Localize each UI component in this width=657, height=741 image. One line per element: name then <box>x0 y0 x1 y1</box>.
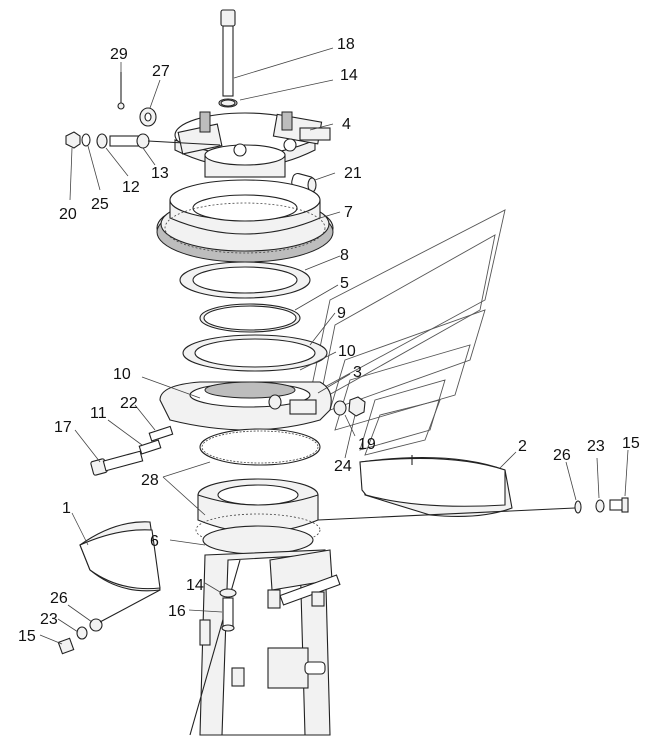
bearing-6 <box>195 478 321 555</box>
callout-19: 19 <box>358 436 376 453</box>
nuts-19-24 <box>333 396 366 417</box>
washer-14-upper <box>220 99 236 107</box>
callout-11: 11 <box>90 405 107 422</box>
callout-3: 3 <box>353 364 362 381</box>
callout-15-right: 15 <box>622 435 640 452</box>
bolt-18 <box>218 9 238 108</box>
bolt-17 <box>90 450 144 476</box>
callout-27: 27 <box>152 63 170 80</box>
bolt-16 <box>221 597 235 632</box>
construction-outlines <box>309 209 506 456</box>
fasteners-left <box>57 589 161 655</box>
callout-26-left: 26 <box>50 590 68 607</box>
callout-5: 5 <box>340 275 349 292</box>
callout-23-right: 23 <box>587 438 605 455</box>
callout-17: 17 <box>54 419 72 436</box>
callout-6: 6 <box>150 533 159 550</box>
pin-29 <box>117 72 125 110</box>
column-frame <box>189 549 341 736</box>
top-bracket-4 <box>174 111 331 178</box>
cover-2 <box>359 455 513 518</box>
callout-28: 28 <box>141 472 159 489</box>
pin-22 <box>148 425 174 442</box>
pin-11 <box>138 439 162 455</box>
callout-14-bottom: 14 <box>186 577 204 594</box>
washer-14-lower <box>219 588 237 598</box>
callout-2: 2 <box>518 438 527 455</box>
callout-18: 18 <box>337 36 355 53</box>
callout-21: 21 <box>344 165 362 182</box>
callout-7: 7 <box>344 204 353 221</box>
callout-14-top: 14 <box>340 67 358 84</box>
ring-28 <box>199 428 321 466</box>
callout-13: 13 <box>151 165 169 182</box>
callout-labels: 18 14 4 29 27 13 12 20 25 21 7 8 5 9 10 … <box>18 36 640 645</box>
callout-12: 12 <box>122 179 140 196</box>
callout-16: 16 <box>168 603 186 620</box>
callout-29: 29 <box>110 46 128 63</box>
pin-assembly-12 <box>65 131 221 149</box>
gasket-9 <box>182 334 328 372</box>
callout-8: 8 <box>340 247 349 264</box>
callout-23-left: 23 <box>40 611 58 628</box>
washer-27 <box>139 107 157 127</box>
callout-15-left: 15 <box>18 628 36 645</box>
leader-lines <box>39 47 629 645</box>
ring-5 <box>199 303 301 333</box>
cover-1 <box>79 521 161 592</box>
bearing-housing-10 <box>159 381 332 431</box>
callout-22: 22 <box>120 395 138 412</box>
callout-10-right: 10 <box>338 343 356 360</box>
callout-9: 9 <box>337 305 346 322</box>
callout-1: 1 <box>62 500 71 517</box>
callout-4: 4 <box>342 116 351 133</box>
callout-24: 24 <box>334 458 352 475</box>
gasket-8 <box>179 261 311 299</box>
callout-26-right: 26 <box>553 447 571 464</box>
callout-20: 20 <box>59 206 77 223</box>
fasteners-right <box>317 497 629 521</box>
callout-10-left: 10 <box>113 366 131 383</box>
callout-25: 25 <box>91 196 109 213</box>
ring-gear-7 <box>156 179 334 263</box>
